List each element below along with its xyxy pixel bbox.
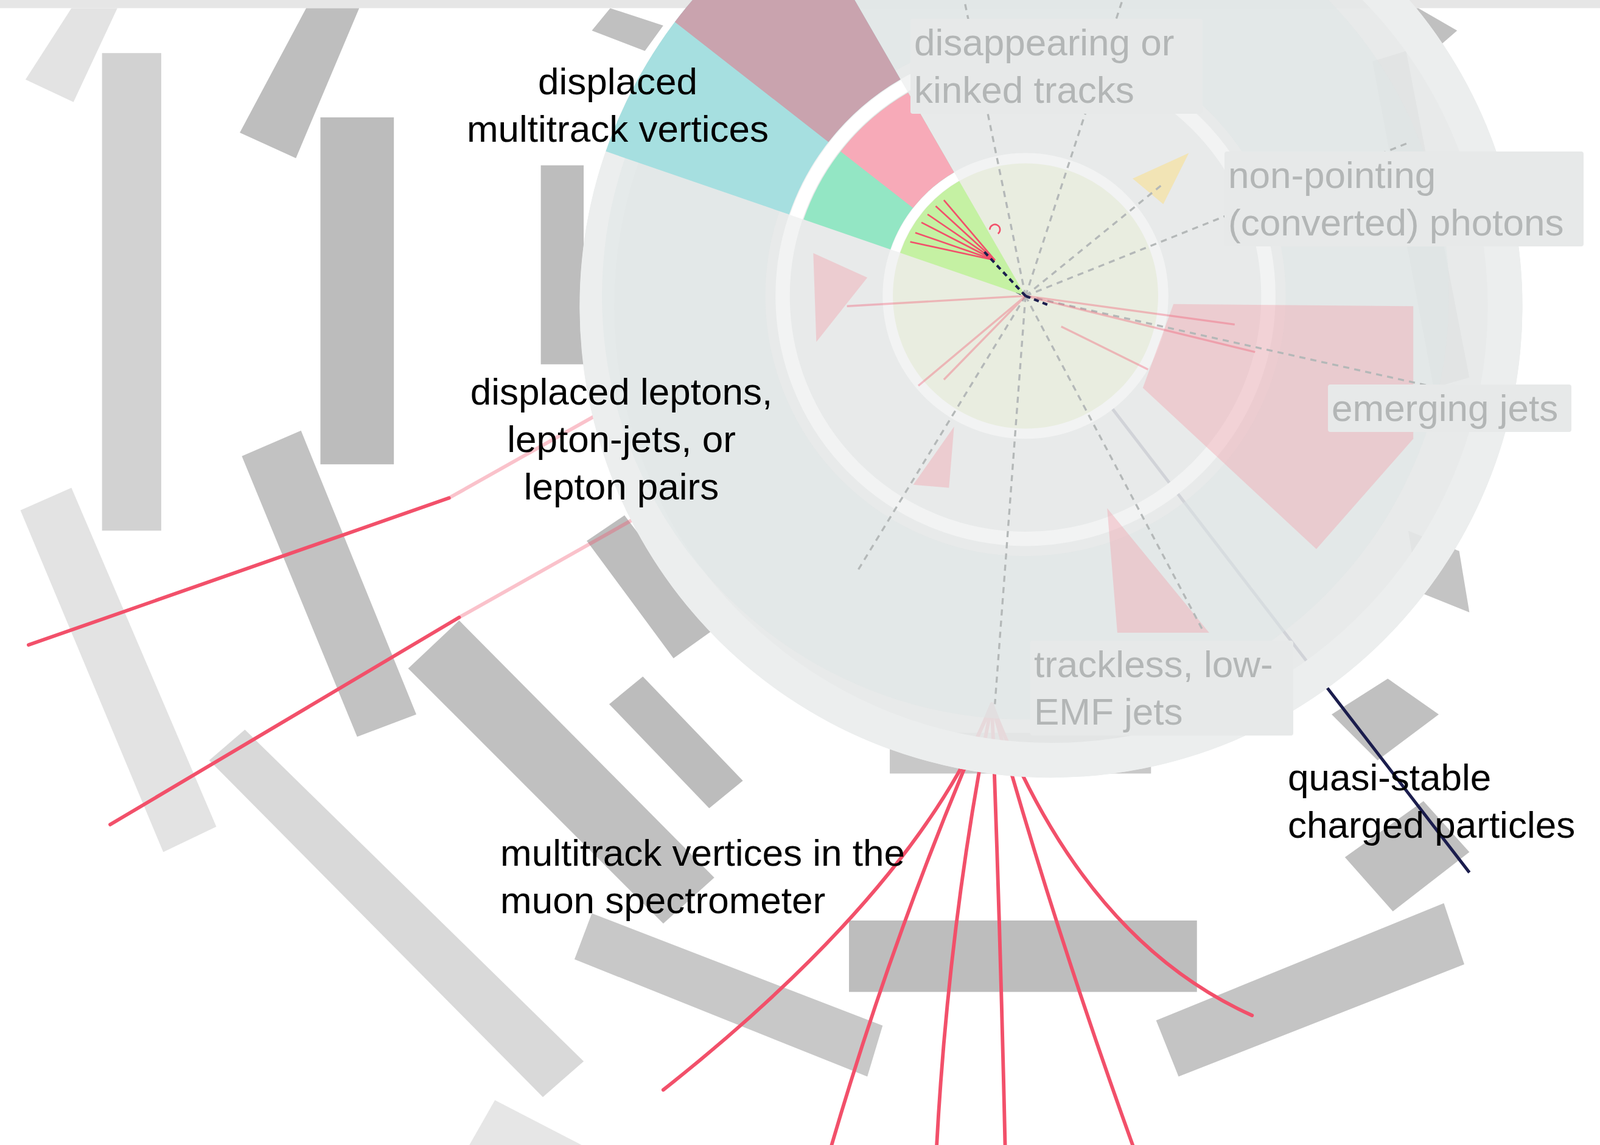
muon-chamber [609,676,744,809]
muon-chamber [241,430,417,738]
faint-track [943,295,1026,380]
muon-chamber [408,620,715,924]
muon-track [110,617,459,826]
faint-track [847,295,1026,307]
neutral-path [981,248,1026,296]
muon-chamber [1331,678,1439,761]
muon-chamber [541,165,584,365]
dashed-paths [856,0,1429,705]
detector-ring [782,52,1269,539]
muon-track [458,508,654,618]
vertex-track [921,222,996,261]
muon-chamber [469,1100,582,1145]
faint-track [1025,295,1255,352]
photon-cone [1132,153,1189,205]
muon-chamber [574,913,883,1077]
muon-chamber [591,7,663,51]
tracker-band [900,181,1026,297]
jet-cones [813,253,1414,633]
jet-cone [913,426,955,489]
annotation-label: emerging jets [1327,384,1572,433]
annotation-label: trackless, low-EMF jets [1030,640,1294,736]
faint-track [918,295,1026,386]
band-gap [895,176,957,251]
band-gap [796,85,904,217]
jet-cone [813,253,868,343]
faint-track [1061,326,1149,370]
faint-track [1025,295,1235,325]
vertex-tracks [910,200,1001,261]
muon-track [831,704,992,1145]
curling-track [989,224,1000,234]
dashed-path [1025,183,1164,297]
dashed-path [1025,295,1429,386]
dashed-path [995,295,1026,705]
tracker-region [887,158,1164,434]
annotation-label: non-pointing (converted) photons [1224,151,1584,247]
dashed-path [856,295,1026,572]
annotation-label: displaced multitrack vertices [459,57,776,153]
annotation-label: quasi-stable charged particles [1287,754,1593,849]
faint-tracks [847,295,1256,386]
muon-chamber [102,52,162,531]
muon-chamber [20,488,217,853]
annotation-label: displaced leptons, lepton-jets, or lepto… [463,368,780,511]
neutral-path [1025,295,1052,307]
annotation-label: multitrack vertices in the muon spectrom… [500,829,939,925]
vertex-track [943,200,996,261]
muon-chamber [320,117,394,465]
muon-track [28,498,450,646]
annotation-label: disappearing or kinked tracks [910,18,1203,114]
dashed-path [1025,295,1204,633]
